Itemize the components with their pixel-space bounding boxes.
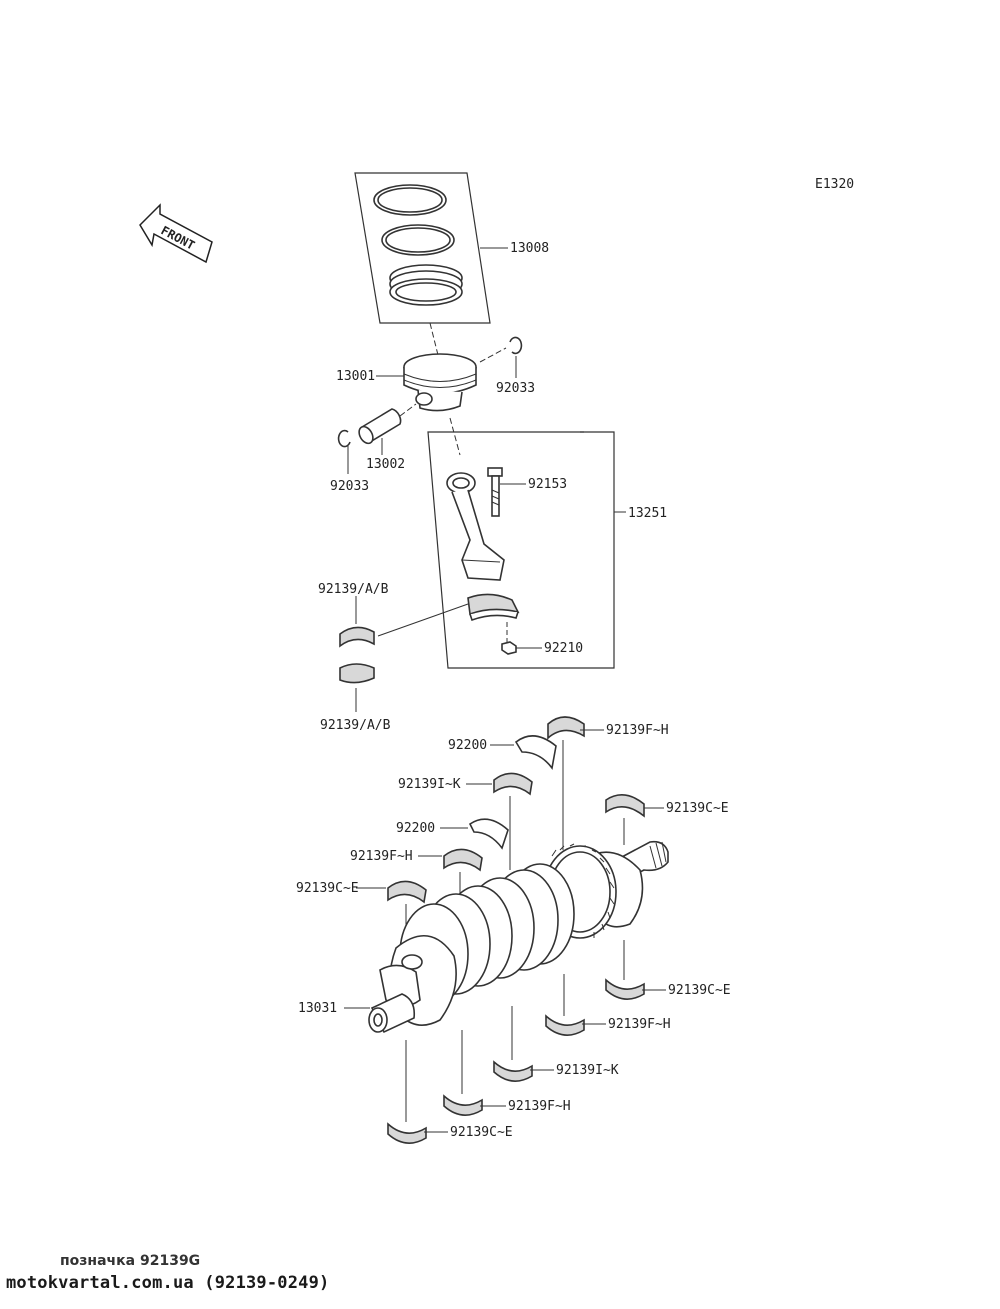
main-bearing-ik-top	[493, 772, 533, 796]
piston	[403, 353, 477, 412]
rod-nut	[501, 641, 517, 655]
conrod-frame	[427, 431, 615, 669]
main-bearing-ce-bottom-right	[605, 978, 645, 1000]
label-main-bearing-fh-bottom-right: 92139F~H	[608, 1017, 671, 1032]
rod-bearing-lower	[339, 663, 375, 684]
label-main-bearing-ce-top-right: 92139C~E	[666, 801, 729, 816]
label-circlip-right: 92033	[496, 381, 535, 396]
label-circlip-left: 92033	[330, 479, 369, 494]
label-main-bearing-ik-bottom: 92139I~K	[556, 1063, 619, 1078]
label-crankshaft: 13031	[298, 1001, 337, 1016]
front-arrow-icon: FRONT	[139, 203, 213, 264]
piston-rings	[373, 184, 463, 306]
main-bearing-fh-top-left	[443, 848, 483, 872]
diagram-code: E1320	[815, 177, 854, 192]
connecting-rod	[446, 472, 505, 581]
crankshaft	[368, 840, 669, 1034]
label-connecting-rod: 13251	[628, 506, 667, 521]
label-piston-rings: 13008	[510, 241, 549, 256]
thrust-washer-1	[514, 735, 557, 770]
main-bearing-ce-bottom	[387, 1122, 427, 1144]
circlip-left	[337, 429, 351, 448]
label-main-bearing-fh-top: 92139F~H	[606, 723, 669, 738]
piston-pin	[358, 408, 402, 445]
label-main-bearing-ce-bottom-right: 92139C~E	[668, 983, 731, 998]
circlip-right	[509, 336, 523, 355]
thrust-washer-2	[468, 818, 509, 850]
label-thrust-washer-1: 92200	[448, 738, 487, 753]
main-bearing-ce-top-right	[605, 794, 645, 818]
label-main-bearing-fh-top-left: 92139F~H	[350, 849, 413, 864]
rod-bolt	[487, 467, 503, 517]
label-main-bearing-ik-top: 92139I~K	[398, 777, 461, 792]
label-thrust-washer-2: 92200	[396, 821, 435, 836]
label-rod-bearing-lower: 92139/A/B	[320, 718, 391, 733]
label-rod-bolt: 92153	[528, 477, 567, 492]
rod-cap	[467, 593, 520, 622]
label-main-bearing-ce-bottom: 92139C~E	[450, 1125, 513, 1140]
label-piston: 13001	[336, 369, 375, 384]
main-bearing-ik-bottom	[493, 1060, 533, 1082]
main-bearing-ce-top-left	[387, 880, 427, 904]
label-rod-nut: 92210	[544, 641, 583, 656]
main-bearing-fh-bottom-right	[545, 1014, 585, 1036]
label-rod-bearing-upper: 92139/A/B	[318, 582, 389, 597]
label-main-bearing-fh-bottom: 92139F~H	[508, 1099, 571, 1114]
label-main-bearing-ce-top-left: 92139C~E	[296, 881, 359, 896]
main-bearing-fh-bottom	[443, 1094, 483, 1116]
rod-bearing-upper	[339, 626, 375, 648]
rings-frame	[354, 172, 491, 324]
part-caption: позначка 92139G	[60, 1253, 201, 1269]
site-watermark: motokvartal.com.ua (92139-0249)	[6, 1273, 330, 1293]
label-piston-pin: 13002	[366, 457, 405, 472]
main-bearing-fh-top	[547, 716, 585, 740]
